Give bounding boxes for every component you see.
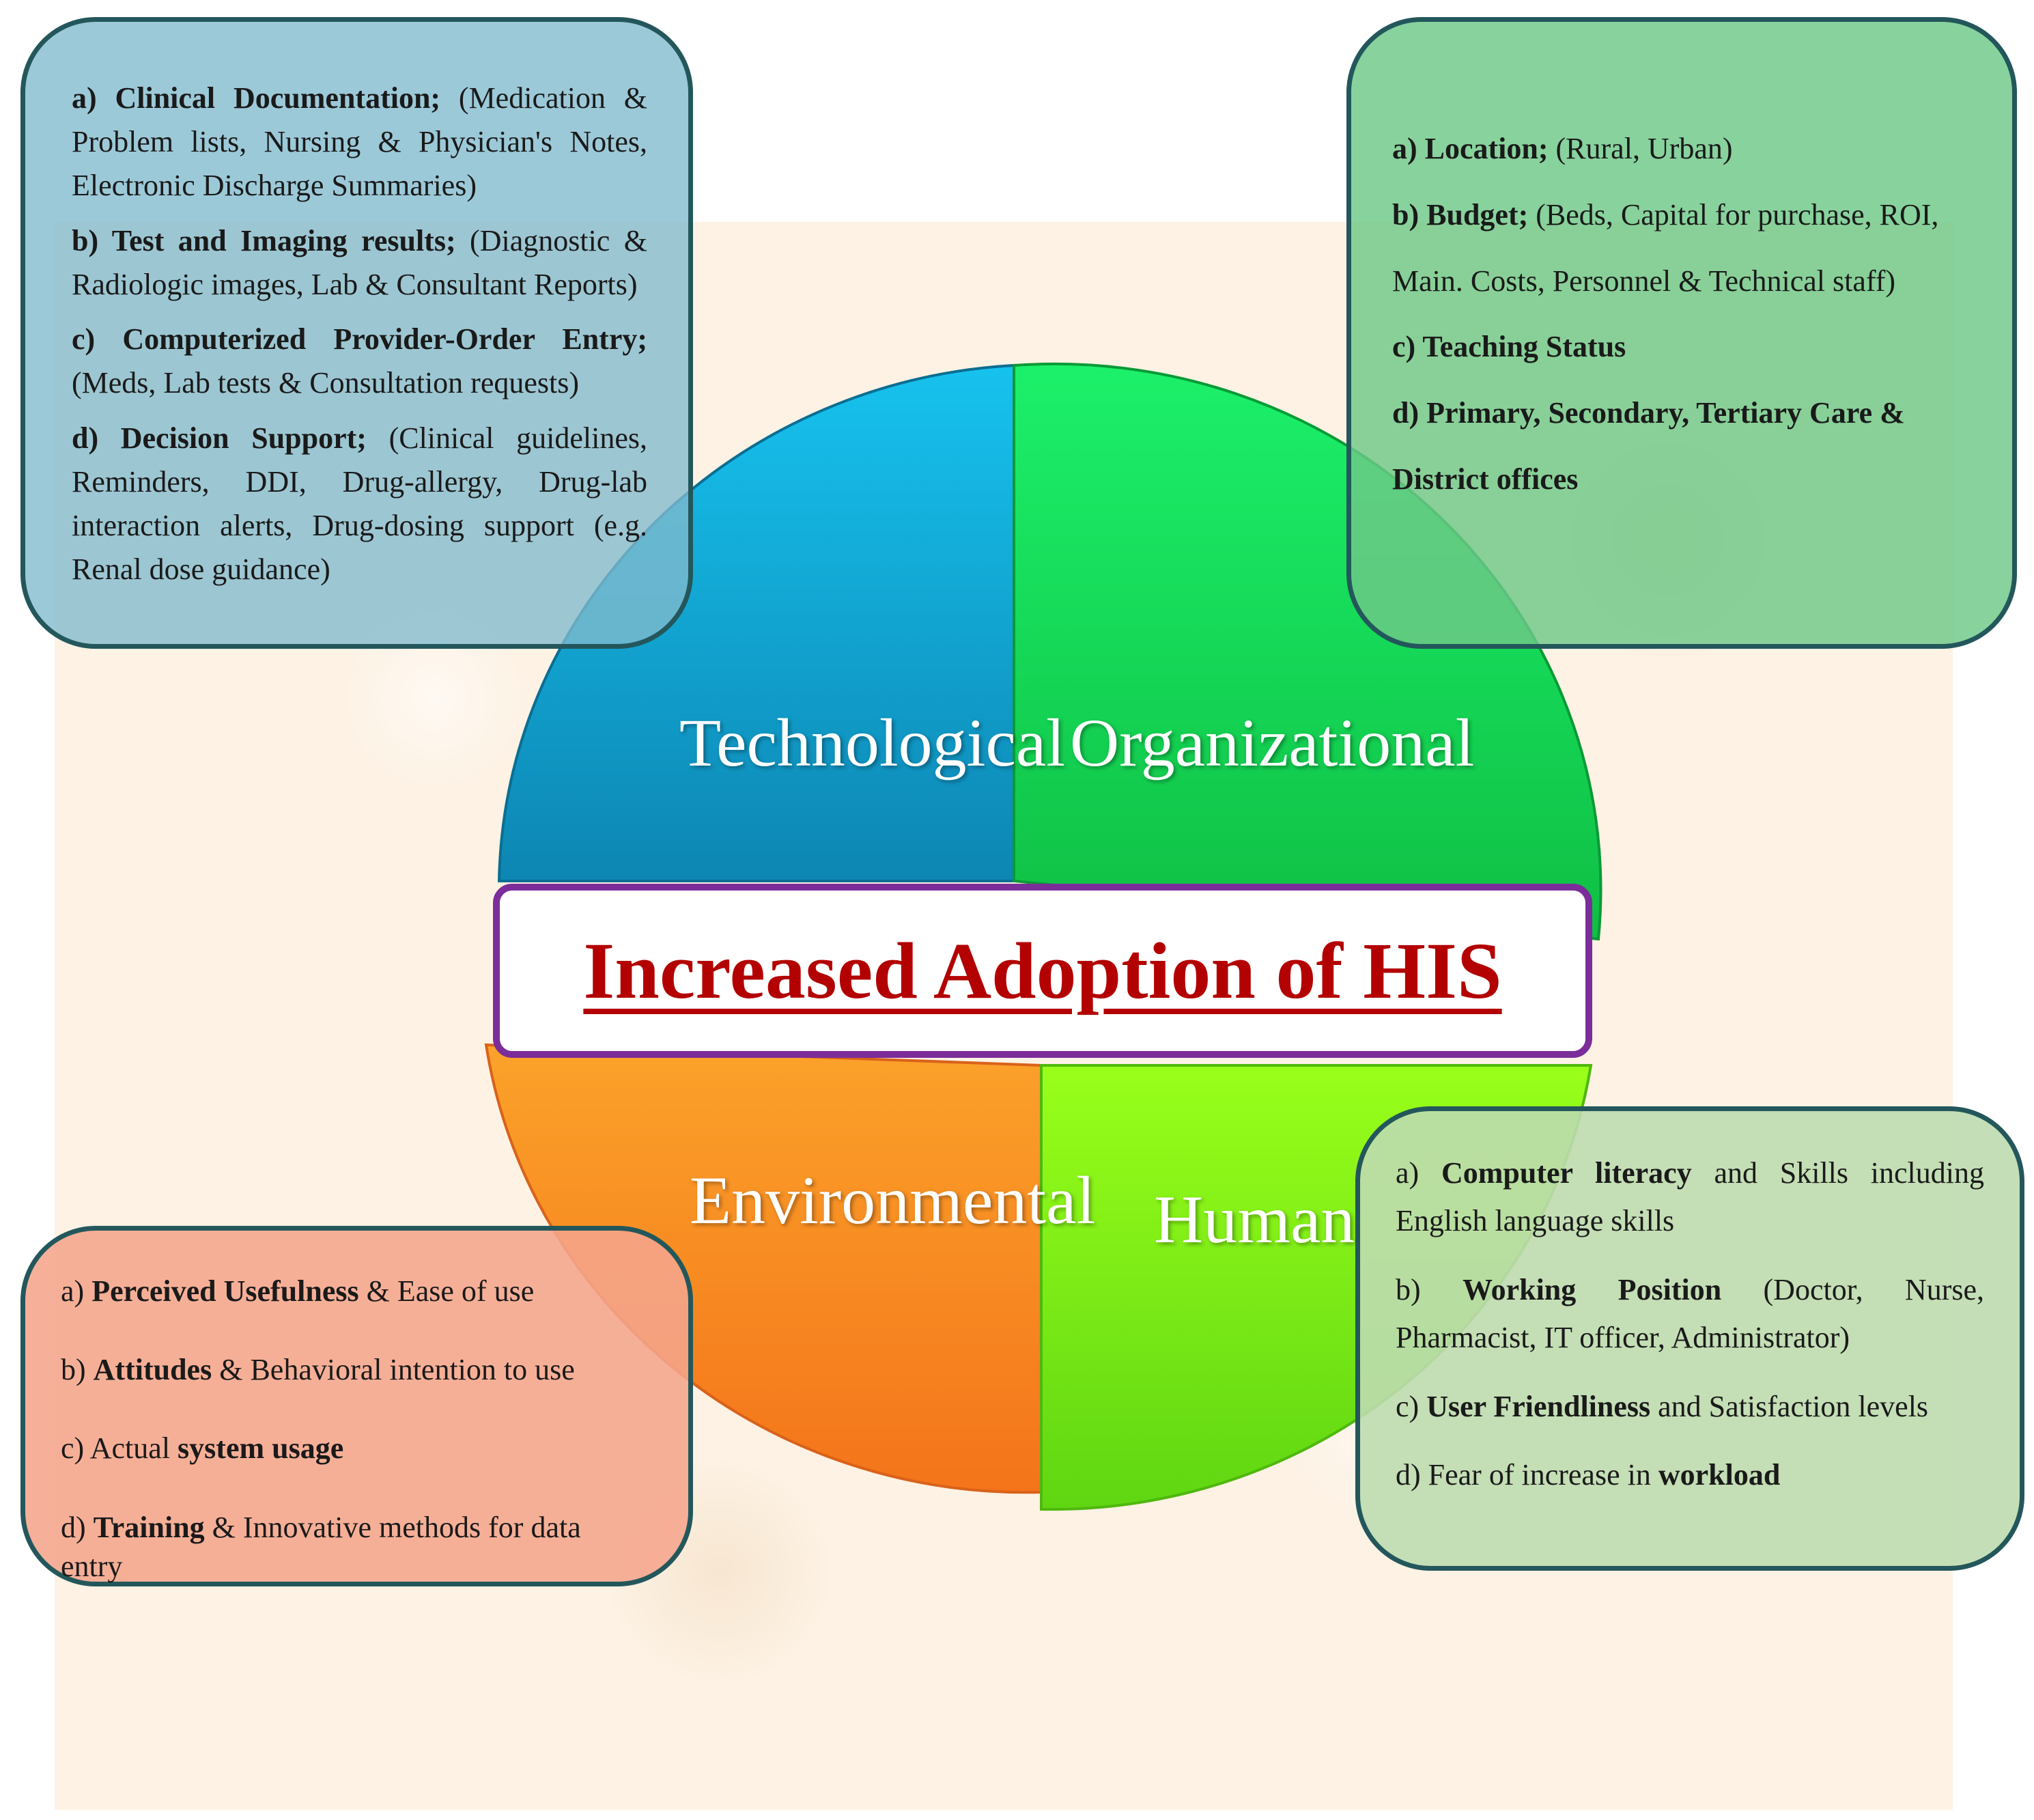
- hum-item-a-title: Computer literacy: [1441, 1156, 1692, 1190]
- tech-item-c-title: c) Computerized Provider-Order Entry;: [72, 322, 647, 356]
- card-technological: a) Clinical Documentation; (Medication &…: [20, 17, 693, 649]
- env-item-d-title: Training: [93, 1510, 205, 1544]
- env-item-a-detail: & Ease of use: [358, 1274, 535, 1308]
- hum-item-c-title: User Friendliness: [1426, 1389, 1651, 1423]
- tech-item-a-detail: (Medication & Problem lists, Nursing & P…: [72, 81, 648, 203]
- org-item-b: b) Budget; (Beds, Capital for purchase, …: [1392, 182, 1971, 315]
- env-item-a-title: Perceived Usefulness: [91, 1274, 359, 1308]
- env-item-a-prefix: a): [61, 1274, 92, 1308]
- org-item-d-title: d) Primary, Secondary, Tertiary Care & D…: [1392, 396, 1905, 496]
- env-item-b-prefix: b): [61, 1353, 94, 1387]
- hum-item-c-detail: and Satisfaction levels: [1650, 1389, 1929, 1423]
- label-human: Human: [1154, 1181, 1355, 1257]
- org-item-b-title: b) Budget;: [1392, 197, 1529, 232]
- org-item-a-detail: (Rural, Urban): [1548, 132, 1733, 165]
- org-item-b-detail: (Beds, Capital for purchase, ROI, Main. …: [1392, 197, 1939, 298]
- env-item-c: c) Actual system usage: [61, 1429, 647, 1468]
- hum-item-a-prefix: a): [1396, 1156, 1441, 1190]
- env-item-c-prefix: c) Actual: [61, 1431, 178, 1466]
- env-item-d-prefix: d): [61, 1510, 94, 1544]
- env-item-d: d) Training & Innovative methods for dat…: [61, 1508, 647, 1586]
- hum-item-a-detail: and Skills including English language sk…: [1396, 1156, 1984, 1238]
- tech-item-b-detail: (Diagnostic & Radiologic images, Lab & C…: [72, 223, 647, 301]
- org-item-c: c) Teaching Status: [1392, 314, 1971, 380]
- hum-item-a: a) Computer literacy and Skills includin…: [1396, 1149, 1984, 1246]
- tech-item-d-detail: (Clinical guidelines, Reminders, DDI, Dr…: [72, 421, 647, 587]
- org-item-d: d) Primary, Secondary, Tertiary Care & D…: [1392, 380, 1971, 513]
- tech-item-d-title: d) Decision Support;: [72, 421, 367, 455]
- hum-item-b-title: Working Position: [1463, 1272, 1722, 1306]
- env-item-a: a) Perceived Usefulness & Ease of use: [61, 1272, 647, 1311]
- hum-item-b-prefix: b): [1396, 1272, 1463, 1306]
- tech-item-a: a) Clinical Documentation; (Medication &…: [72, 76, 647, 208]
- tech-item-d: d) Decision Support; (Clinical guideline…: [72, 417, 647, 592]
- tech-item-a-title: a) Clinical Documentation;: [72, 81, 441, 115]
- org-item-a-title: a) Location;: [1392, 132, 1549, 165]
- label-organizational: Organizational: [1070, 705, 1475, 781]
- tech-item-b: b) Test and Imaging results; (Diagnostic…: [72, 219, 647, 307]
- card-environmental: a) Perceived Usefulness & Ease of use b)…: [20, 1226, 693, 1586]
- tech-item-c-detail: (Meds, Lab tests & Consultation requests…: [72, 366, 580, 400]
- env-item-d-detail: & Innovative methods for data entry: [61, 1510, 581, 1583]
- hum-item-d-title: workload: [1658, 1457, 1781, 1492]
- card-organizational: a) Location; (Rural, Urban) b) Budget; (…: [1346, 17, 2017, 649]
- hum-item-c-prefix: c): [1396, 1389, 1427, 1423]
- center-title: Increased Adoption of HIS: [583, 925, 1502, 1016]
- hum-item-b: b) Working Position (Doctor, Nurse, Phar…: [1396, 1266, 1984, 1362]
- center-title-box: Increased Adoption of HIS: [493, 884, 1592, 1058]
- hum-item-d: d) Fear of increase in workload: [1396, 1451, 1984, 1499]
- card-human: a) Computer literacy and Skills includin…: [1355, 1106, 2024, 1571]
- env-item-b: b) Attitudes & Behavioral intention to u…: [61, 1350, 647, 1389]
- org-item-a: a) Location; (Rural, Urban): [1392, 116, 1971, 182]
- env-item-b-title: Attitudes: [93, 1353, 212, 1387]
- hum-item-c: c) User Friendliness and Satisfaction le…: [1396, 1383, 1984, 1431]
- env-item-b-detail: & Behavioral intention to use: [212, 1353, 575, 1387]
- hum-item-d-prefix: d) Fear of increase in: [1396, 1457, 1658, 1492]
- hum-item-b-detail: (Doctor, Nurse, Pharmacist, IT officer, …: [1396, 1272, 1985, 1355]
- tech-item-c: c) Computerized Provider-Order Entry; (M…: [72, 318, 647, 405]
- tech-item-b-title: b) Test and Imaging results;: [72, 223, 456, 257]
- label-technological: Technological: [679, 705, 1065, 781]
- org-item-c-title: c) Teaching Status: [1392, 330, 1626, 364]
- label-environmental: Environmental: [690, 1162, 1096, 1238]
- env-item-c-title: system usage: [178, 1431, 344, 1466]
